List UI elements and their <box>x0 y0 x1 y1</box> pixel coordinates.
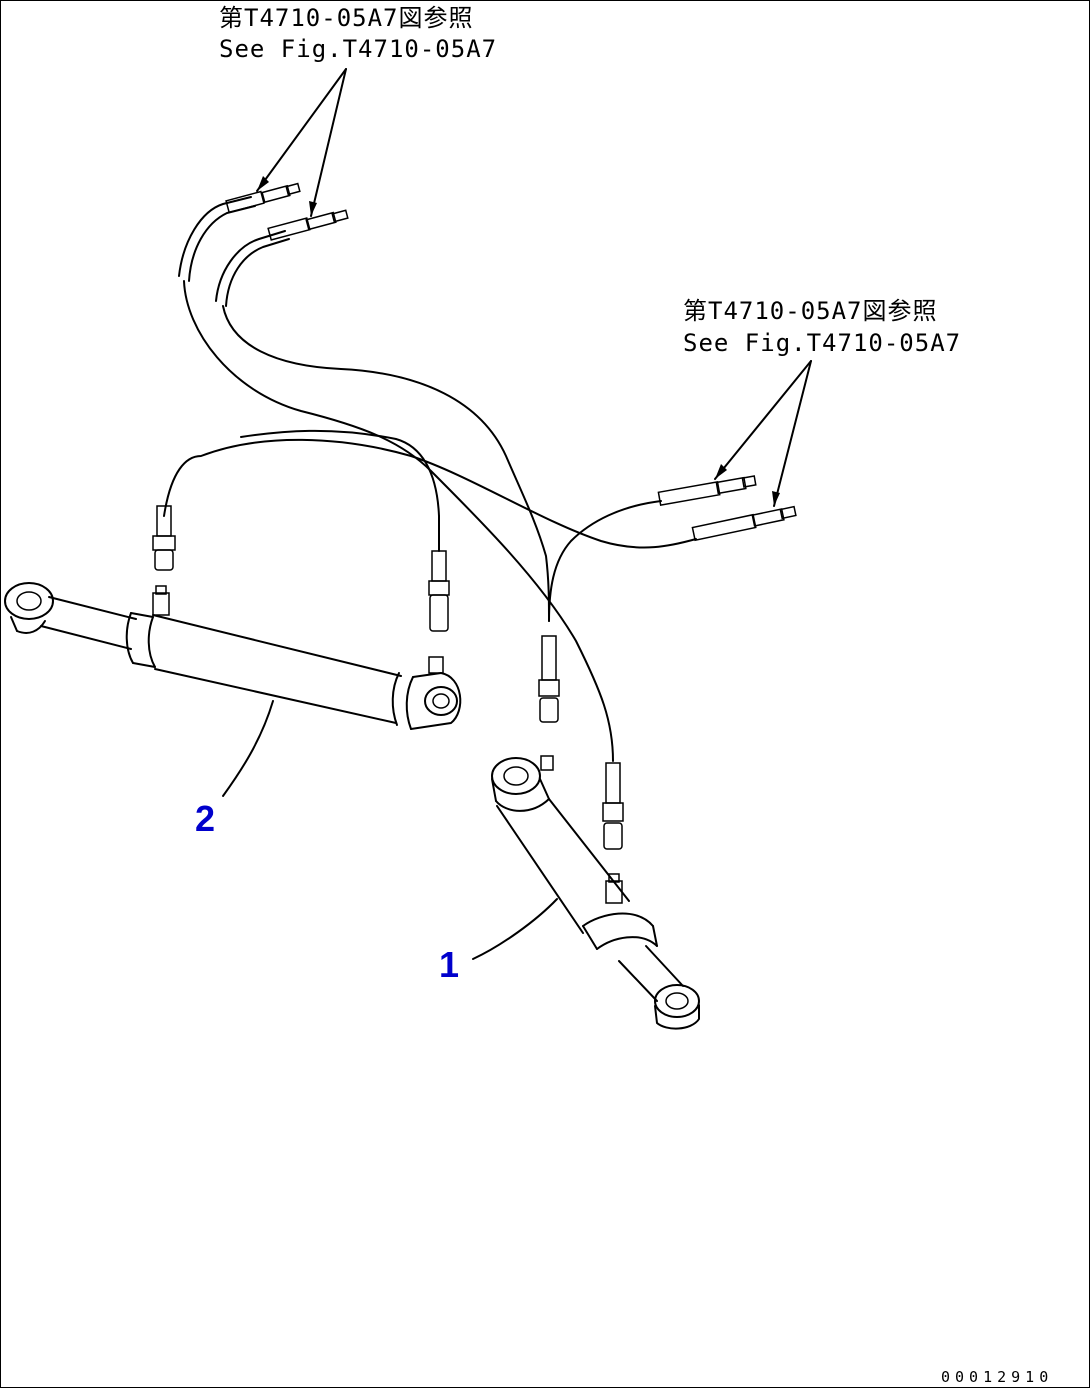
reference-right: 第T4710-05A7図参照 See Fig.T4710-05A7 <box>683 297 961 357</box>
hose-end-top-left <box>178 182 301 282</box>
fitting-cyl1-right <box>602 762 624 850</box>
callout-2: 2 <box>195 700 274 839</box>
hose-end-top-right <box>215 209 349 307</box>
cylinder-1 <box>491 755 700 1030</box>
callout-1: 1 <box>439 898 558 985</box>
callout-number-2: 2 <box>195 798 215 839</box>
fitting-cyl1-left <box>538 635 560 723</box>
cylinder-2 <box>4 582 462 730</box>
callout-number-1: 1 <box>439 944 459 985</box>
reference-right-en: See Fig.T4710-05A7 <box>683 329 961 357</box>
fitting-cyl2-left <box>152 505 176 571</box>
reference-top-jp: 第T4710-05A7図参照 <box>219 4 474 32</box>
drawing-id: 00012910 <box>941 1368 1053 1386</box>
fitting-cyl2-right <box>428 515 450 632</box>
hose-end-right-upper <box>657 475 757 506</box>
reference-right-arrows <box>714 360 812 507</box>
reference-top: 第T4710-05A7図参照 See Fig.T4710-05A7 <box>219 4 497 63</box>
hose-lines <box>163 280 697 762</box>
reference-top-en: See Fig.T4710-05A7 <box>219 35 497 63</box>
reference-right-jp: 第T4710-05A7図参照 <box>683 297 938 325</box>
hose-end-right-lower <box>691 505 797 542</box>
reference-top-arrows <box>256 68 347 217</box>
